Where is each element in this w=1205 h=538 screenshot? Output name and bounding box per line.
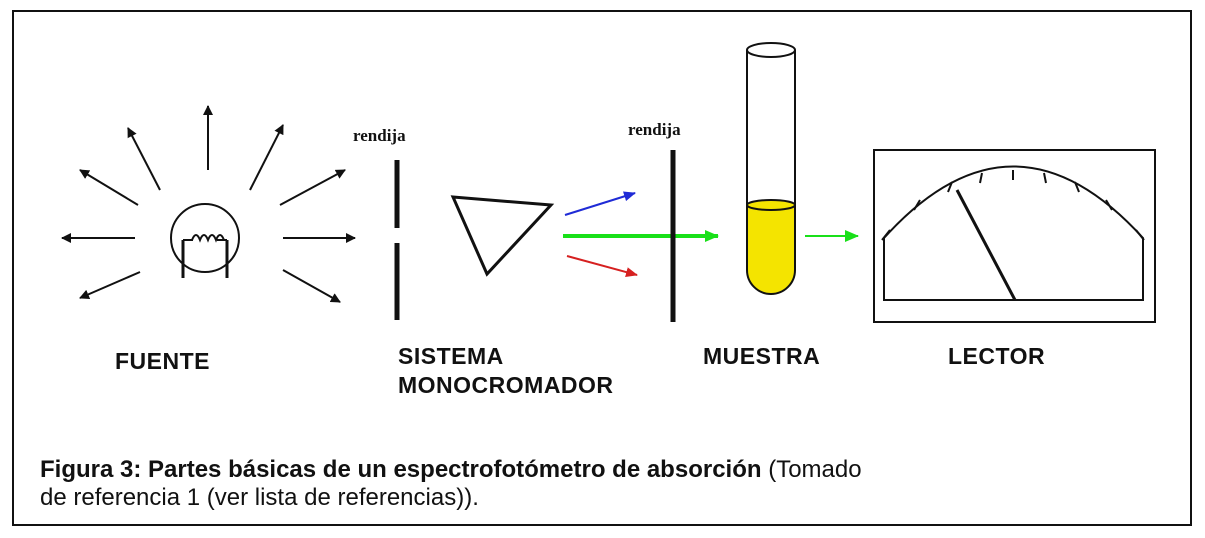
- ray-arrow-right-upper: [279, 169, 346, 206]
- analog-meter-icon: [873, 149, 1156, 323]
- monochromator-label-line1: SISTEMA: [398, 343, 504, 369]
- red-beam-arrow: [566, 255, 638, 277]
- source-label: FUENTE: [115, 348, 210, 374]
- slit-1-label: rendija: [353, 126, 406, 145]
- slit-2-label: rendija: [628, 120, 681, 139]
- ray-arrow-left-upper: [79, 169, 139, 206]
- ray-arrow-right-lower: [282, 269, 341, 303]
- caption-source-part1: (Tomado: [761, 456, 862, 483]
- light-source: [61, 105, 356, 303]
- figure-frame: [12, 10, 1192, 526]
- ray-arrow-up-left: [127, 127, 161, 191]
- radiating-arrows: [61, 105, 356, 303]
- prism-icon: [450, 195, 555, 277]
- caption-source-part2: de referencia 1 (ver lista de referencia…: [40, 484, 479, 511]
- caption-title: Figura 3: Partes básicas de un espectrof…: [40, 456, 762, 483]
- blue-beam-arrow: [564, 191, 636, 216]
- ray-arrow-left-lower: [79, 271, 141, 300]
- lamp-filament-icon: [170, 203, 240, 278]
- sample-label: MUESTRA: [703, 343, 821, 369]
- reader-label: LECTOR: [948, 343, 1046, 369]
- figure-caption: Figura 3: Partes básicas de un espectrof…: [40, 456, 1180, 512]
- ray-arrow-up-right: [249, 124, 284, 191]
- monochromator-label-line2: MONOCROMADOR: [398, 372, 614, 398]
- meter-needle: [955, 189, 1017, 301]
- test-tube-icon: [746, 42, 796, 295]
